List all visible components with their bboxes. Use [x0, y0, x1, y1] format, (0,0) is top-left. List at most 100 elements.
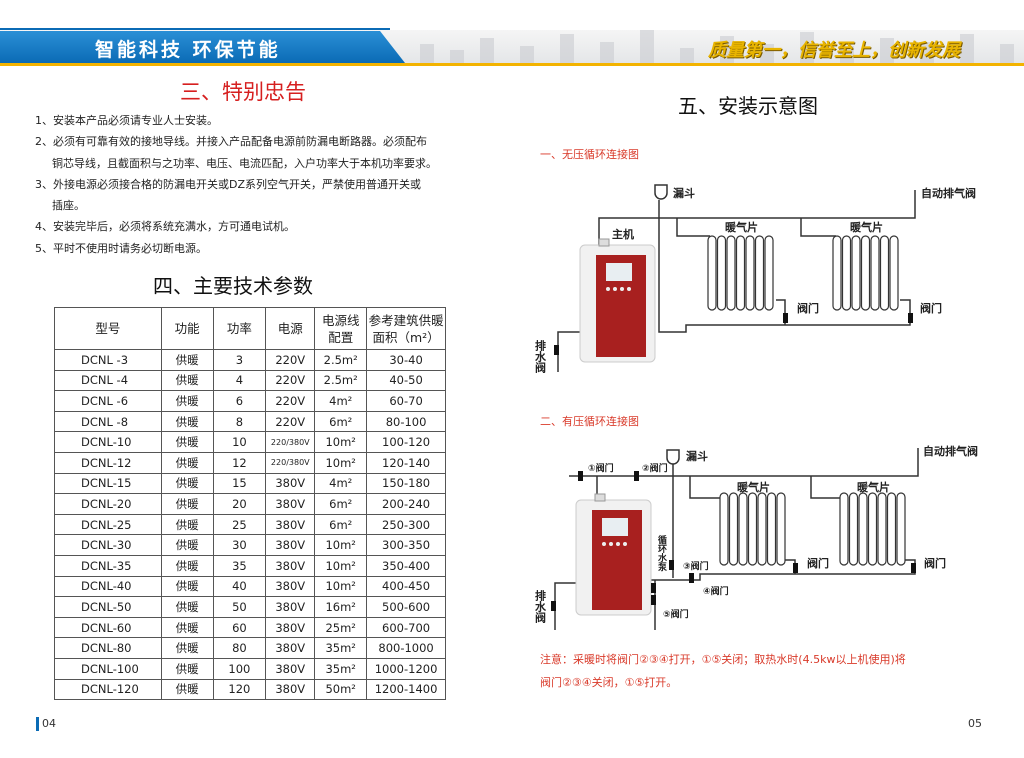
boiler-button: [623, 542, 627, 546]
skyline-building: [600, 42, 614, 64]
supply-pipe: [569, 448, 919, 477]
funnel-icon: [654, 184, 668, 200]
valve-icon: [651, 595, 656, 605]
label-valve-4: ④阀门: [703, 585, 729, 597]
radiator-fin: [719, 492, 729, 566]
boiler-outlet: [594, 493, 606, 502]
table-cell: 800-1000: [366, 637, 446, 659]
label-valve: 阀门: [920, 301, 942, 315]
boiler-display: [602, 518, 628, 536]
table-cell: DCNL-15: [54, 472, 162, 495]
table-cell: 供暖: [160, 513, 214, 536]
table-cell: 50m²: [314, 678, 368, 701]
label-valve-1: ①阀门: [588, 462, 614, 474]
table-cell: DCNL-30: [54, 534, 162, 556]
table-cell: 80-100: [366, 410, 446, 433]
page-marker: [36, 717, 39, 731]
skyline-building: [420, 44, 434, 64]
table-cell: 25m²: [314, 616, 368, 639]
warning-item: 4、安装完毕后，必须将系统充满水，方可通电试机。: [35, 220, 295, 234]
warning-item: 2、必须有可靠有效的接地导线。并接入产品配备电源前防漏电断路器。必须配布: [35, 135, 427, 149]
radiator-fin: [766, 492, 777, 566]
table-cell: 6m²: [314, 513, 368, 536]
radiator-fin: [745, 235, 755, 311]
note-line: 注意：采暖时将阀门②③④打开，①⑤关闭；取热水时(4.5kw以上机使用)将: [540, 653, 906, 666]
slogan-left: 智能科技 环保节能: [95, 39, 281, 61]
boiler-button: [616, 542, 620, 546]
table-cell: 供暖: [160, 554, 214, 577]
table-cell: 380V: [265, 493, 316, 515]
table-cell: 供暖: [160, 493, 214, 515]
column-header: 功能: [160, 307, 214, 350]
table-cell: 供暖: [160, 678, 214, 701]
skyline-building: [560, 34, 574, 64]
radiator-fin: [735, 235, 746, 311]
column-header: 电源线 配置: [314, 307, 368, 350]
radiator-fin: [728, 492, 739, 566]
table-cell: 80: [212, 637, 267, 659]
table-cell: 380V: [265, 657, 316, 680]
skyline-building: [800, 32, 814, 64]
label-air-valve: 自动排气阀: [923, 444, 978, 458]
radiator-icon: [839, 492, 906, 566]
header-blue-band: [0, 31, 405, 63]
skyline-building: [960, 34, 974, 64]
table-cell: 50: [212, 596, 267, 618]
radiator-fin: [747, 492, 758, 566]
radiator-fin: [889, 235, 899, 311]
label-radiator: 暖气片: [725, 220, 758, 234]
boiler-button: [613, 287, 617, 291]
label-drain-valve: 排水阀: [534, 339, 547, 374]
table-cell: 380V: [265, 554, 316, 577]
boiler-button: [620, 287, 624, 291]
valve-icon: [554, 345, 559, 355]
table-cell: DCNL-120: [54, 678, 162, 701]
note-line: 阀门②③④关闭，①⑤打开。: [540, 676, 678, 689]
label-valve-2: ②阀门: [642, 462, 668, 474]
skyline-building: [760, 44, 774, 64]
table-cell: 120: [212, 678, 267, 701]
table-cell: 1200-1400: [366, 678, 446, 701]
radiator-fin: [896, 492, 906, 566]
warning-item: 插座。: [52, 199, 85, 213]
label-valve: 阀门: [807, 556, 829, 570]
skyline-building: [680, 48, 694, 64]
boiler-button: [602, 542, 606, 546]
radiator-fin: [870, 235, 880, 311]
table-cell: 220V: [265, 410, 316, 433]
table-cell: 10: [212, 431, 267, 453]
table-cell: 30-40: [366, 349, 446, 371]
table-cell: 35m²: [314, 637, 368, 659]
warning-item: 铜芯导线，且截面积与之功率、电压、电流匹配，入户功率大于本机功率要求。: [52, 156, 437, 170]
radiator-fin: [867, 492, 878, 566]
table-cell: DCNL -8: [54, 410, 162, 433]
radiator-fin: [860, 235, 871, 311]
valve-icon: [793, 563, 798, 573]
header-gold-line: [0, 63, 1024, 66]
slogan-right: 质量第一，信誉至上，创新发展: [708, 40, 960, 61]
label-pump: 循环水泵: [656, 534, 667, 572]
table-cell: 380V: [265, 678, 316, 701]
radiator-fin: [858, 492, 868, 566]
radiator-feed-pipe: [676, 218, 836, 237]
skyline-building: [480, 38, 494, 64]
skyline-building: [720, 36, 734, 64]
table-cell: 250-300: [366, 513, 446, 536]
valve-icon: [551, 601, 556, 611]
skyline-building: [640, 30, 654, 64]
radiator-fin: [832, 235, 842, 311]
warning-item: 1、安装本产品必须请专业人士安装。: [35, 114, 218, 127]
warning-item: 3、外接电源必须接合格的防漏电开关或DZ系列空气开关，严禁使用普通开关或: [35, 177, 422, 191]
radiator-fin: [716, 235, 727, 311]
valve-icon: [689, 573, 694, 583]
drain-pipe: [554, 582, 576, 630]
skyline-building: [840, 46, 854, 64]
